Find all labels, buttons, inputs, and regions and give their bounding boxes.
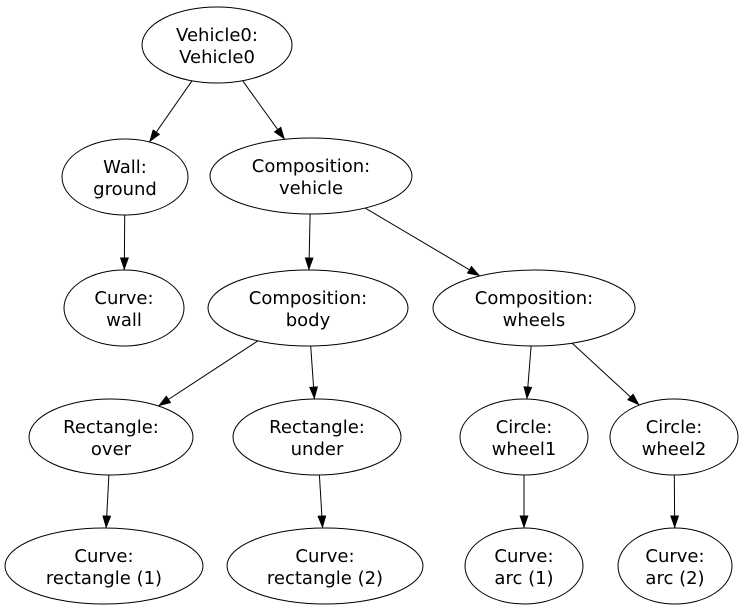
node-ellipse-composition_vehicle	[209, 137, 413, 215]
node-ellipse-vehicle0	[141, 6, 293, 84]
node-label-line1-curve_arc1: Curve:	[494, 546, 553, 567]
node-label-line2-composition_vehicle: vehicle	[279, 178, 343, 199]
node-ellipse-curve_arc1	[464, 527, 584, 605]
node-label-line1-circle_wheel1: Circle:	[496, 417, 553, 438]
node-label-line1-wall_ground: Wall:	[103, 157, 147, 178]
node-ellipse-curve_wall	[63, 269, 185, 347]
node-label-line1-rectangle_over: Rectangle:	[63, 417, 159, 438]
edge-rectangle_under-to-curve_rectangle2	[317, 474, 327, 529]
node-label-line2-rectangle_under: under	[291, 439, 344, 460]
node-label-line1-curve_arc2: Curve:	[645, 546, 704, 567]
node-circle_wheel2: Circle:wheel2	[609, 398, 739, 476]
edge-composition_vehicle-to-composition_body	[304, 213, 314, 271]
node-label-line2-vehicle0: Vehicle0	[179, 47, 255, 68]
node-ellipse-curve_rectangle1	[4, 527, 204, 605]
node-ellipse-composition_wheels	[432, 269, 636, 347]
node-label-line1-composition_wheels: Composition:	[475, 288, 593, 309]
node-vehicle0: Vehicle0:Vehicle0	[141, 6, 293, 84]
edge-composition_wheels-to-circle_wheel1	[523, 345, 533, 400]
edge-composition_vehicle-to-composition_wheels	[364, 207, 481, 277]
node-label-line2-wall_ground: ground	[93, 179, 157, 200]
node-label-line2-curve_wall: wall	[106, 310, 142, 331]
node-ellipse-composition_body	[207, 269, 409, 347]
edge-composition_body-to-rectangle_over	[157, 340, 259, 407]
edge-vehicle0-to-composition_vehicle	[242, 80, 286, 140]
node-ellipse-circle_wheel2	[609, 398, 739, 476]
node-composition_body: Composition:body	[207, 269, 409, 347]
node-label-line2-curve_rectangle1: rectangle (1)	[46, 568, 162, 589]
node-wall_ground: Wall:ground	[61, 138, 189, 216]
node-label-line1-composition_body: Composition:	[249, 288, 367, 309]
node-label-line2-curve_arc1: arc (1)	[494, 568, 553, 589]
node-curve_arc1: Curve:arc (1)	[464, 527, 584, 605]
edge-rectangle_over-to-curve_rectangle1	[102, 474, 112, 529]
node-curve_arc2: Curve:arc (2)	[617, 527, 733, 605]
node-label-line2-composition_wheels: wheels	[503, 310, 566, 331]
node-label-line2-rectangle_over: over	[91, 439, 132, 460]
node-ellipse-circle_wheel1	[459, 398, 589, 476]
edge-composition_wheels-to-circle_wheel2	[571, 342, 640, 406]
node-label-line1-vehicle0: Vehicle0:	[176, 25, 258, 46]
edges-layer	[102, 80, 680, 529]
node-ellipse-rectangle_under	[232, 398, 402, 476]
nodes-layer: Vehicle0:Vehicle0Wall:groundComposition:…	[4, 6, 739, 605]
node-curve_wall: Curve:wall	[63, 269, 185, 347]
node-label-line2-circle_wheel2: wheel2	[642, 439, 707, 460]
node-label-line2-curve_arc2: arc (2)	[645, 568, 704, 589]
node-rectangle_under: Rectangle:under	[232, 398, 402, 476]
node-ellipse-curve_arc2	[617, 527, 733, 605]
edge-vehicle0-to-wall_ground	[148, 80, 193, 143]
node-label-line1-composition_vehicle: Composition:	[252, 156, 370, 177]
node-circle_wheel1: Circle:wheel1	[459, 398, 589, 476]
node-curve_rectangle1: Curve:rectangle (1)	[4, 527, 204, 605]
node-composition_vehicle: Composition:vehicle	[209, 137, 413, 215]
node-ellipse-curve_rectangle2	[226, 527, 424, 605]
node-label-line1-circle_wheel2: Circle:	[646, 417, 703, 438]
node-label-line1-rectangle_under: Rectangle:	[269, 417, 365, 438]
node-label-line1-curve_rectangle1: Curve:	[74, 546, 133, 567]
node-label-line2-composition_body: body	[286, 310, 331, 331]
edge-composition_body-to-rectangle_under	[309, 345, 319, 400]
node-composition_wheels: Composition:wheels	[432, 269, 636, 347]
node-label-line2-curve_rectangle2: rectangle (2)	[267, 568, 383, 589]
node-ellipse-wall_ground	[61, 138, 189, 216]
node-curve_rectangle2: Curve:rectangle (2)	[226, 527, 424, 605]
node-label-line1-curve_wall: Curve:	[94, 288, 153, 309]
node-ellipse-rectangle_over	[28, 398, 194, 476]
node-label-line1-curve_rectangle2: Curve:	[295, 546, 354, 567]
node-rectangle_over: Rectangle:over	[28, 398, 194, 476]
node-label-line2-circle_wheel1: wheel1	[492, 439, 557, 460]
